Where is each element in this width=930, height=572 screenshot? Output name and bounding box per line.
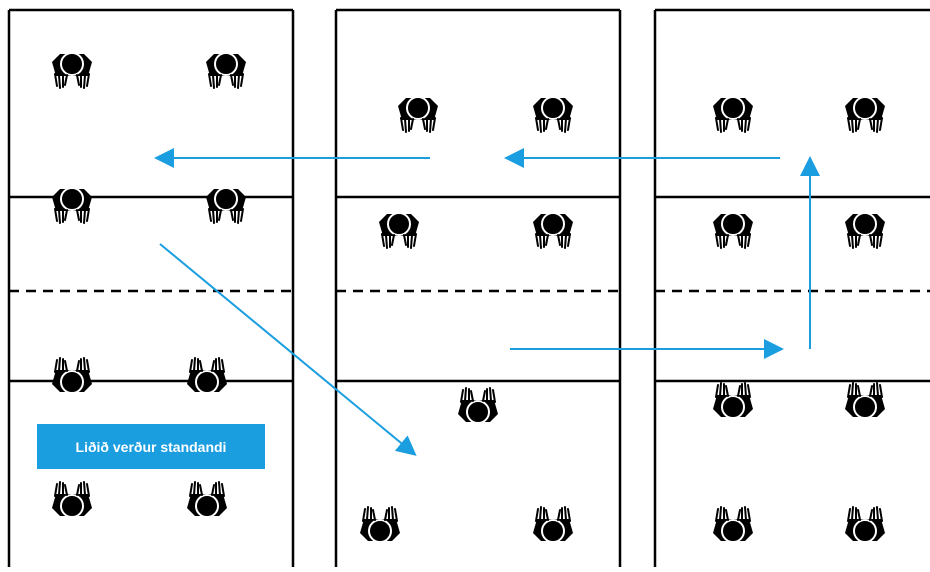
- banner-text: Liðið verður standandi: [75, 438, 227, 455]
- player-icon: [378, 212, 420, 249]
- player-icon: [532, 96, 574, 133]
- status-banner: Liðið verður standandi: [37, 424, 265, 469]
- player-icon: [712, 212, 754, 249]
- player-icon: [205, 187, 247, 224]
- player-icon: [712, 96, 754, 133]
- player-icon: [186, 481, 228, 518]
- panel-1: [7, 8, 295, 567]
- player-icon: [844, 212, 886, 249]
- player-icon: [51, 52, 93, 89]
- player-icon: [532, 212, 574, 249]
- player-icon: [457, 387, 499, 424]
- player-icon: [844, 96, 886, 133]
- arrow-diagonal: [159, 243, 417, 456]
- player-icon: [397, 96, 439, 133]
- player-icon: [712, 382, 754, 419]
- player-icon: [712, 506, 754, 543]
- player-icon: [51, 357, 93, 394]
- player-icon: [51, 187, 93, 224]
- player-icon: [844, 506, 886, 543]
- player-icon: [844, 382, 886, 419]
- player-icon: [51, 481, 93, 518]
- panel-3: [653, 8, 930, 567]
- player-icon: [532, 506, 574, 543]
- panel-2: [334, 8, 622, 567]
- player-icon: [186, 357, 228, 394]
- player-icon: [359, 506, 401, 543]
- player-icon: [205, 52, 247, 89]
